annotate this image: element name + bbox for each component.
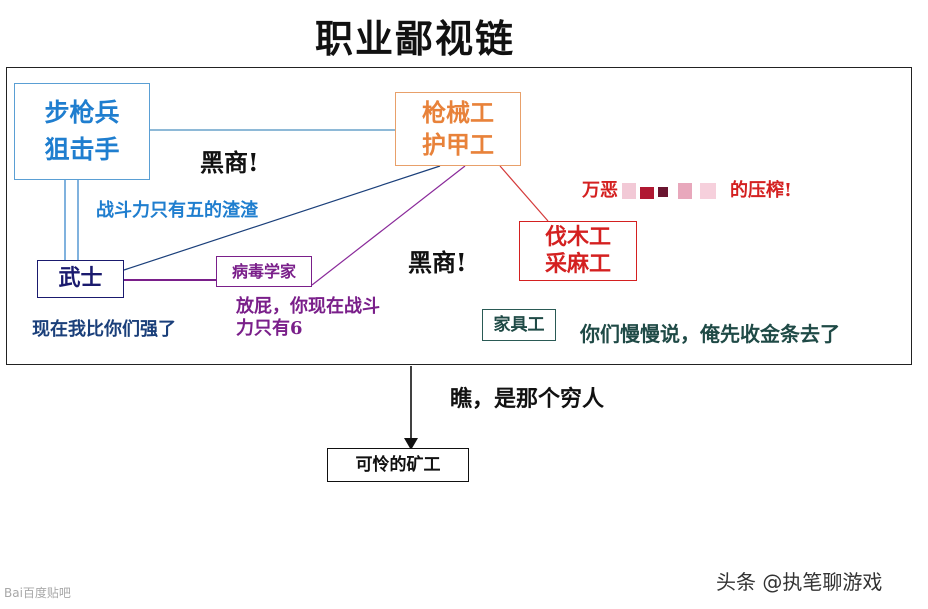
- node-gunsmith-armorer: 枪械工 护甲工: [395, 92, 521, 166]
- node-virologist-label: 病毒学家: [231, 261, 296, 281]
- connector-gunsmith-samurai: [123, 165, 441, 271]
- node-gunsmith-line1: 枪械工: [422, 97, 494, 127]
- note-exploit: 万恶 的压榨!: [582, 176, 792, 202]
- connector-gunsmith-lumber: [499, 165, 549, 222]
- note-retort-line1: 放屁，你现在战斗: [236, 296, 380, 317]
- node-furniture: 家具工: [482, 309, 556, 341]
- note-poor: 瞧，是那个穷人: [450, 386, 605, 412]
- watermark-toutiao: 头条 @执笔聊游戏: [716, 570, 883, 594]
- node-lumber-line1: 伐木工: [544, 223, 611, 250]
- node-samurai-label: 武士: [58, 265, 103, 292]
- node-infantry-sniper: 步枪兵 狙击手: [14, 83, 150, 180]
- note-scum: 战斗力只有五的渣渣: [96, 200, 258, 221]
- node-miner: 可怜的矿工: [327, 448, 469, 482]
- note-black-merchant-2: 黑商!: [408, 248, 467, 277]
- node-furniture-label: 家具工: [493, 314, 545, 335]
- note-retort-line2: 力只有6: [236, 318, 303, 339]
- arrow-head: [404, 438, 418, 450]
- node-virologist: 病毒学家: [216, 256, 312, 287]
- node-samurai: 武士: [37, 260, 124, 298]
- connector-gunsmith-virologist: [311, 165, 466, 286]
- node-gunsmith-line2: 护甲工: [422, 130, 494, 159]
- watermark-baidu: Bai百度贴吧: [4, 586, 71, 600]
- censored-mosaic: [618, 181, 730, 201]
- note-exploit-suffix: 的压榨!: [730, 180, 792, 201]
- node-miner-label: 可怜的矿工: [355, 454, 441, 475]
- node-lumber-hemp: 伐木工 采麻工: [519, 221, 637, 281]
- node-lumber-line2: 采麻工: [544, 251, 611, 277]
- note-stronger: 现在我比你们强了: [32, 319, 176, 340]
- diagram-frame: [6, 67, 912, 365]
- node-infantry-line2: 狙击手: [44, 134, 120, 164]
- note-black-merchant-1: 黑商!: [200, 148, 259, 177]
- note-exploit-prefix: 万恶: [582, 180, 618, 201]
- node-infantry-line1: 步枪兵: [44, 98, 120, 128]
- page-title: 职业鄙视链: [314, 16, 515, 61]
- note-gold: 你们慢慢说，俺先收金条去了: [580, 322, 840, 346]
